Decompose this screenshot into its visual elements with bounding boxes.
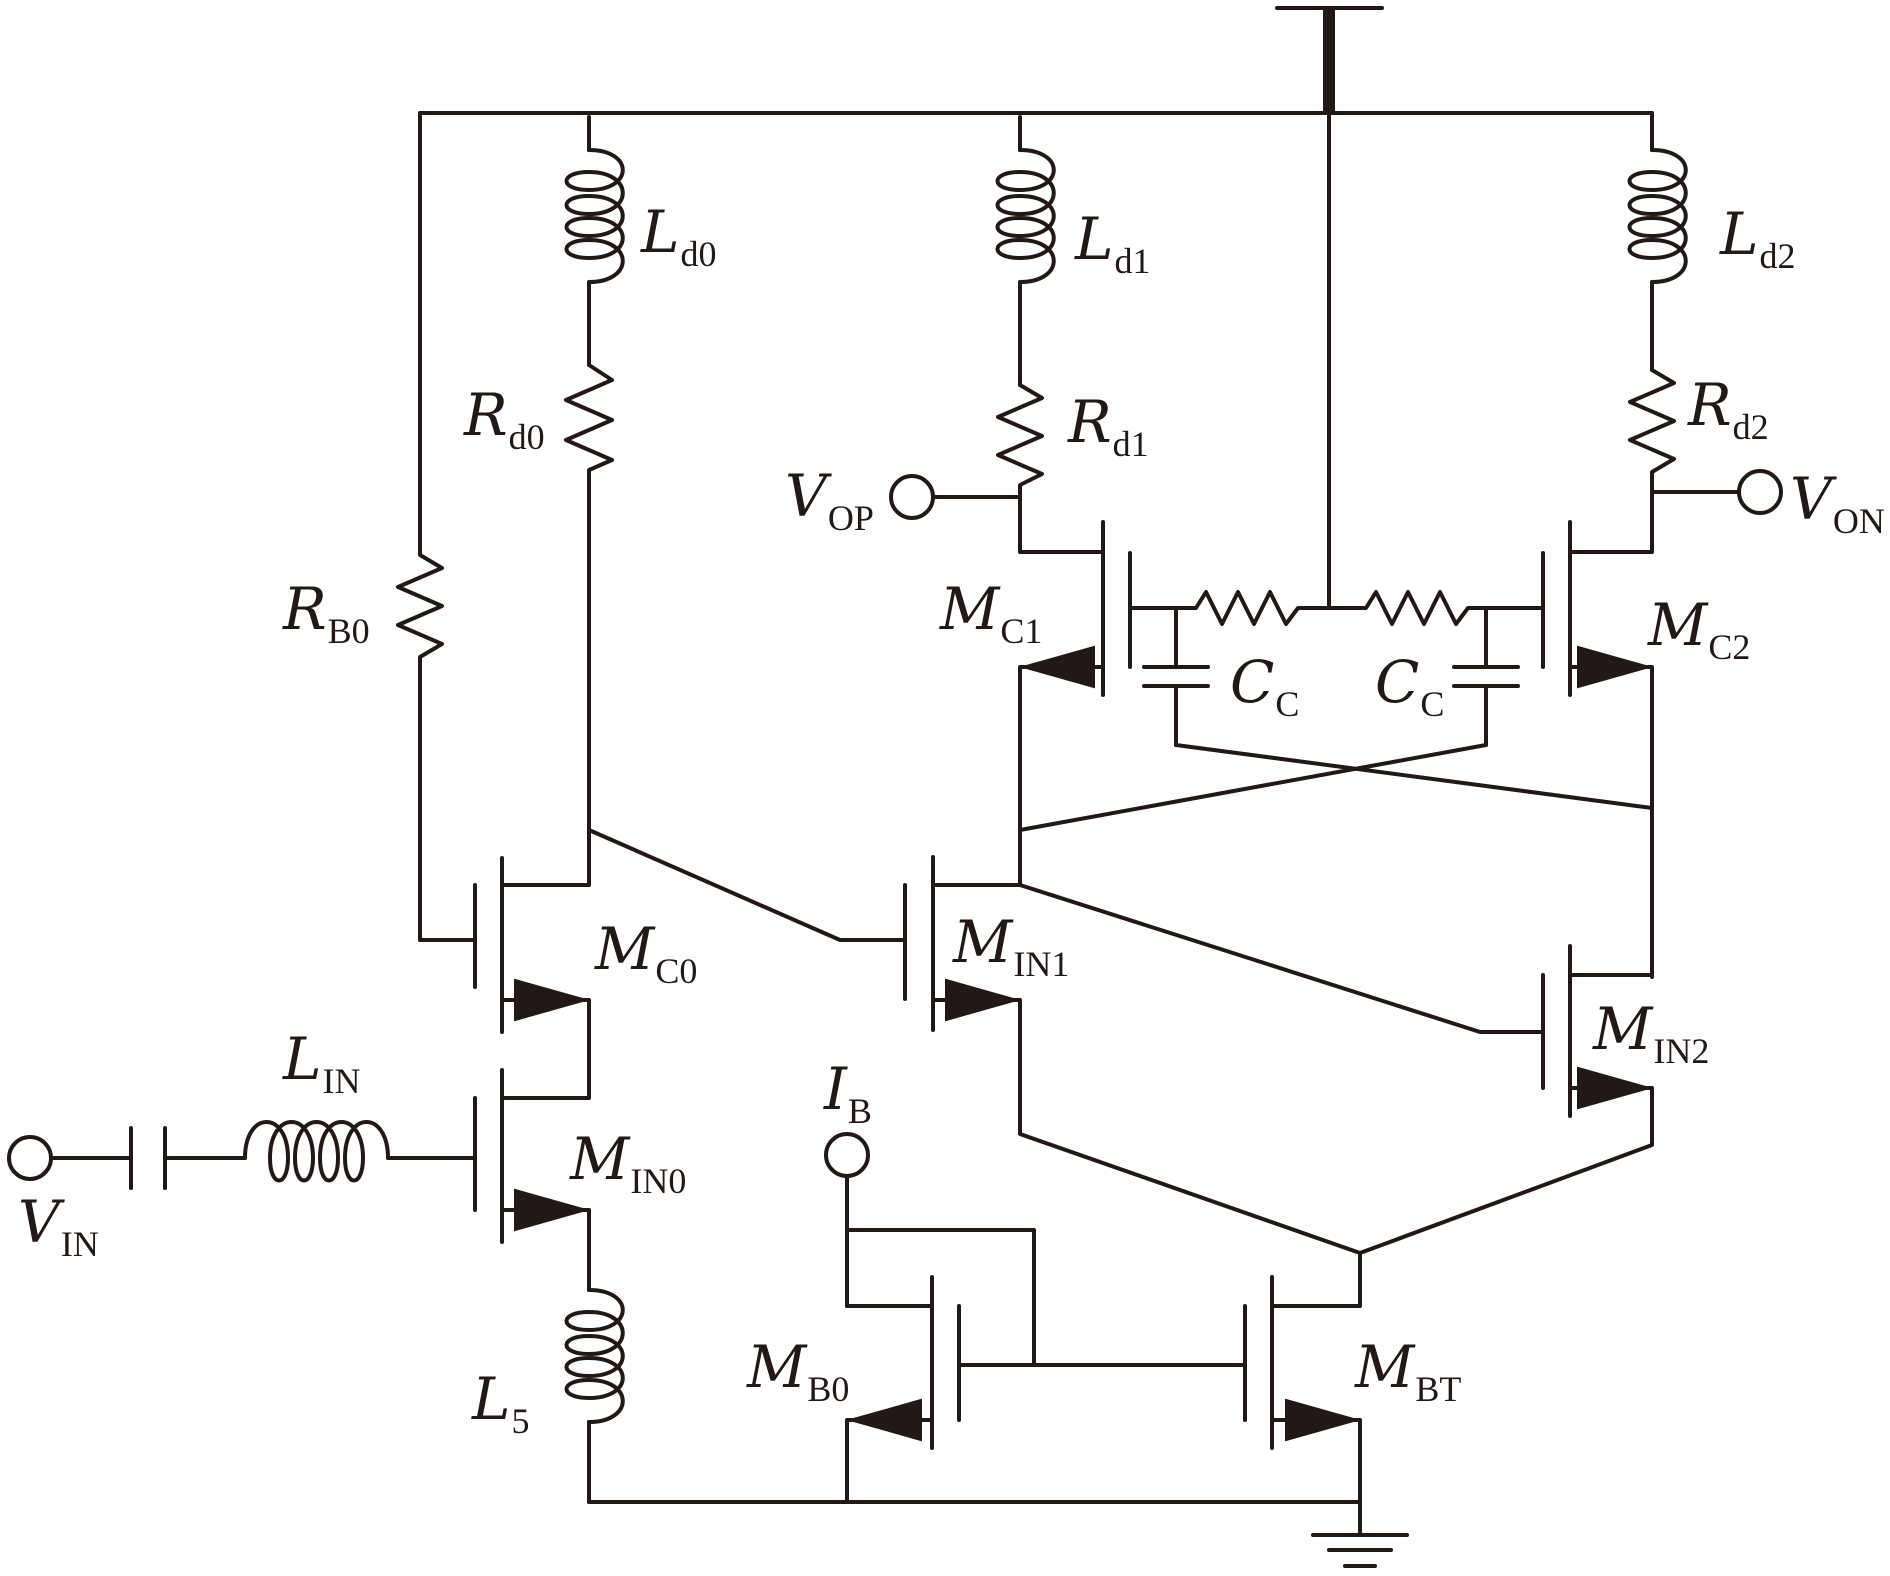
transistor-min1 xyxy=(903,828,1362,1255)
label-mc0: MC0 xyxy=(595,915,698,991)
label-mbt: MBT xyxy=(1355,1333,1462,1409)
vdd-supply xyxy=(1275,6,1384,113)
label-cc1: CC xyxy=(1230,648,1300,724)
cross-coupling xyxy=(1018,743,1654,832)
transistor-min2 xyxy=(1358,944,1654,1255)
label-ld0: Ld0 xyxy=(641,198,717,274)
label-rd0: Rd0 xyxy=(464,381,545,457)
label-cc2: CC xyxy=(1375,648,1445,724)
mc0-to-min1-gate xyxy=(587,828,907,942)
label-ib: IB xyxy=(824,1055,872,1131)
label-min1: MIN1 xyxy=(953,908,1070,984)
resistor-rd1 xyxy=(996,383,1105,554)
vop-terminal xyxy=(889,474,1022,520)
inductor-l5 xyxy=(564,1288,625,1504)
transistor-mc0 xyxy=(473,828,591,1100)
resistor-rb0 xyxy=(396,111,477,942)
label-vop: VOP xyxy=(785,462,874,538)
transistor-mc2 xyxy=(1541,520,1654,979)
cc-network xyxy=(1128,111,1545,747)
ib-terminal xyxy=(824,1132,1036,1367)
transistor-mb0 xyxy=(845,1275,1247,1504)
label-vin: VIN xyxy=(18,1188,99,1264)
ground xyxy=(587,1500,1409,1568)
label-mc1: MC1 xyxy=(940,575,1043,651)
label-rd1: Rd1 xyxy=(1068,388,1149,464)
label-ld2: Ld2 xyxy=(1720,200,1796,276)
transistor-mbt xyxy=(1243,1251,1362,1504)
label-von: VON xyxy=(1790,465,1885,541)
vin-terminal xyxy=(7,1126,247,1190)
transistor-min0 xyxy=(473,1068,591,1292)
label-lin: LIN xyxy=(283,1025,361,1101)
inductor-lin xyxy=(243,1120,477,1183)
label-mc2: MC2 xyxy=(1648,591,1751,667)
label-rd2: Rd2 xyxy=(1688,371,1769,447)
label-ld1: Ld1 xyxy=(1075,205,1151,281)
label-min2: MIN2 xyxy=(1593,995,1710,1071)
inductor-ld1 xyxy=(995,115,1056,387)
label-l5: L5 xyxy=(472,1365,530,1441)
label-rb0: RB0 xyxy=(283,575,370,651)
label-min0: MIN0 xyxy=(570,1125,687,1201)
resistor-rd2 xyxy=(1568,368,1676,554)
resistor-rd0 xyxy=(564,363,614,832)
label-mb0: MB0 xyxy=(747,1333,850,1409)
von-terminal xyxy=(1650,469,1783,515)
inductor-ld0 xyxy=(564,115,625,367)
inductor-ld2 xyxy=(1627,111,1688,372)
min1-to-min2-gate xyxy=(1018,883,1545,1034)
transistor-mc1 xyxy=(1018,520,1132,832)
